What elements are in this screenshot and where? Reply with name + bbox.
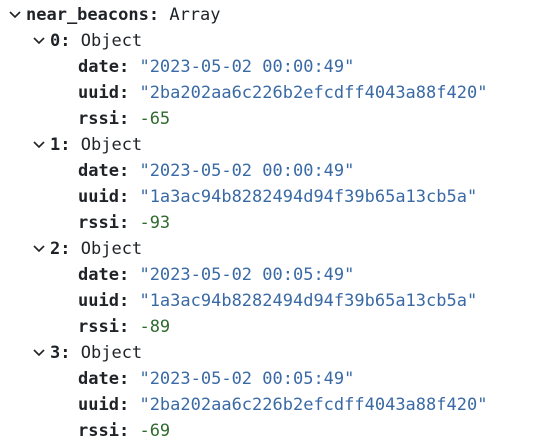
property-value-uuid: "2ba202aa6c226b2efcdff4043a88f420": [139, 83, 488, 103]
property-key-uuid: uuid: [78, 291, 119, 311]
item-index: 1: [50, 135, 61, 155]
property-row-uuid: uuid: "1a3ac94b8282494d94f39b65a13cb5a": [78, 184, 477, 210]
property-value-rssi: -65: [139, 109, 171, 129]
property-row-date: date: "2023-05-02 00:05:49": [78, 366, 354, 392]
key-colon: :: [118, 421, 130, 441]
property-value-date: "2023-05-02 00:00:49": [139, 57, 355, 77]
property-row-date: date: "2023-05-02 00:00:49": [78, 158, 354, 184]
property-key-date: date: [78, 161, 119, 181]
chevron-down-icon[interactable]: [32, 347, 46, 359]
item-type: Object: [80, 31, 143, 51]
property-key-rssi: rssi: [78, 213, 119, 233]
key-colon: :: [118, 395, 130, 415]
property-row-uuid: uuid: "2ba202aa6c226b2efcdff4043a88f420": [78, 392, 487, 418]
property-row-rssi: rssi: -69: [78, 418, 170, 444]
key-colon: :: [60, 31, 71, 51]
chevron-down-icon[interactable]: [8, 9, 22, 21]
key-colon: :: [118, 213, 130, 233]
property-row-uuid: uuid: "2ba202aa6c226b2efcdff4043a88f420": [78, 80, 487, 106]
property-key-date: date: [78, 265, 119, 285]
property-key-uuid: uuid: [78, 83, 119, 103]
property-key-rssi: rssi: [78, 317, 119, 337]
property-key-rssi: rssi: [78, 421, 119, 441]
property-value-rssi: -69: [139, 421, 171, 441]
item-index: 3: [50, 343, 61, 363]
key-colon: :: [60, 135, 71, 155]
key-colon: :: [118, 161, 130, 181]
property-row-date: date: "2023-05-02 00:05:49": [78, 262, 354, 288]
key-colon: :: [118, 369, 130, 389]
key-colon: :: [60, 343, 71, 363]
key-colon: :: [60, 239, 71, 259]
item-type: Object: [80, 135, 143, 155]
key-colon: :: [118, 317, 130, 337]
property-key-uuid: uuid: [78, 395, 119, 415]
property-row-rssi: rssi: -65: [78, 106, 170, 132]
property-key-rssi: rssi: [78, 109, 119, 129]
property-row-rssi: rssi: -89: [78, 314, 170, 340]
property-value-date: "2023-05-02 00:00:49": [139, 161, 355, 181]
property-value-rssi: -89: [139, 317, 171, 337]
key-colon: :: [118, 187, 130, 207]
item-index: 0: [50, 31, 61, 51]
property-row-rssi: rssi: -93: [78, 210, 170, 236]
property-key-uuid: uuid: [78, 187, 119, 207]
key-colon: :: [118, 57, 130, 77]
property-row-uuid: uuid: "1a3ac94b8282494d94f39b65a13cb5a": [78, 288, 477, 314]
key-colon: :: [118, 265, 130, 285]
key-colon: :: [118, 291, 130, 311]
root-key: near_beacons: [26, 5, 149, 25]
chevron-down-icon[interactable]: [32, 35, 46, 47]
item-index: 2: [50, 239, 61, 259]
key-colon: :: [118, 83, 130, 103]
item-type: Object: [80, 239, 143, 259]
chevron-down-icon[interactable]: [32, 139, 46, 151]
item-type: Object: [80, 343, 143, 363]
property-row-date: date: "2023-05-02 00:00:49": [78, 54, 354, 80]
property-value-date: "2023-05-02 00:05:49": [139, 369, 355, 389]
key-colon: :: [118, 109, 130, 129]
property-value-rssi: -93: [139, 213, 171, 233]
property-value-uuid: "1a3ac94b8282494d94f39b65a13cb5a": [139, 187, 478, 207]
property-value-uuid: "2ba202aa6c226b2efcdff4043a88f420": [139, 395, 488, 415]
property-key-date: date: [78, 369, 119, 389]
key-colon: :: [148, 5, 160, 25]
property-key-date: date: [78, 57, 119, 77]
root-type: Array: [169, 5, 221, 25]
property-value-date: "2023-05-02 00:05:49": [139, 265, 355, 285]
chevron-down-icon[interactable]: [32, 243, 46, 255]
property-value-uuid: "1a3ac94b8282494d94f39b65a13cb5a": [139, 291, 478, 311]
